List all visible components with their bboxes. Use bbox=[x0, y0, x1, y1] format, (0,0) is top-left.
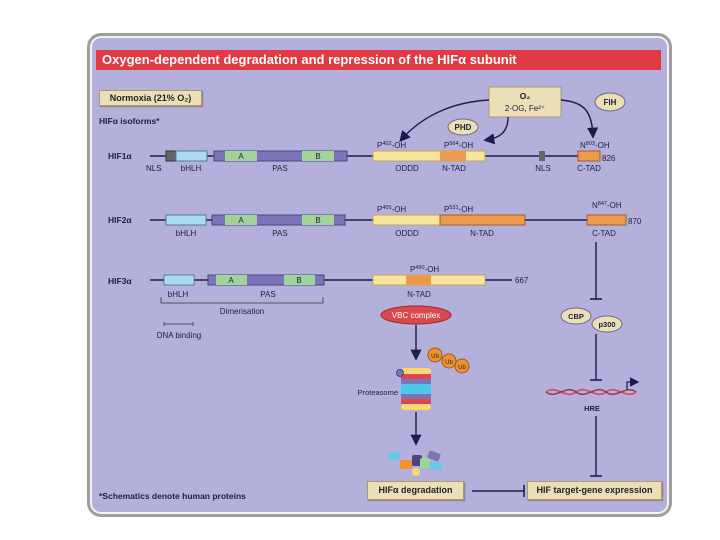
phd-enzyme: PHD bbox=[447, 118, 479, 136]
ubiquitin-chain: Ub Ub Ub bbox=[427, 347, 470, 374]
svg-text:CBP: CBP bbox=[568, 312, 584, 321]
expression-outcome: HIF target-gene expression bbox=[527, 481, 662, 500]
hif3a-length: 667 bbox=[515, 276, 529, 285]
svg-text:PAS: PAS bbox=[260, 290, 275, 299]
hif3a-label: HIF3α bbox=[108, 276, 132, 286]
cofactor-2og-fe: 2-OG, Fe²⁺ bbox=[505, 104, 545, 113]
svg-text:ODDD: ODDD bbox=[395, 164, 419, 173]
hif1a-bhlh bbox=[175, 150, 208, 162]
hif1a-pas-a bbox=[225, 151, 257, 161]
svg-text:B: B bbox=[296, 276, 301, 285]
vbc-complex: VBC complex bbox=[380, 305, 452, 325]
hif2a-ctad bbox=[586, 214, 627, 226]
condition-label: Normoxia (21% O₂) bbox=[99, 90, 202, 106]
svg-text:PHD: PHD bbox=[455, 123, 472, 132]
proteasome-label: Proteasome bbox=[358, 388, 398, 397]
hif2a-site-p531: P531-OH bbox=[444, 205, 473, 214]
hif1a-length: 826 bbox=[602, 154, 616, 163]
hif3a-pas bbox=[207, 274, 325, 286]
dimerisation-bracket bbox=[160, 297, 324, 304]
hif2a-site-n847: N847-OH bbox=[592, 201, 622, 210]
svg-text:bHLH: bHLH bbox=[181, 164, 202, 173]
hif1a-nls-left bbox=[165, 150, 177, 162]
svg-text:Ub: Ub bbox=[445, 360, 453, 366]
svg-text:p300: p300 bbox=[598, 320, 615, 329]
svg-text:VBC complex: VBC complex bbox=[392, 311, 440, 320]
hif3a-ntad bbox=[406, 275, 431, 285]
hre-label: HRE bbox=[584, 404, 600, 413]
proteasome-icon bbox=[396, 368, 431, 410]
hif1a-row: HIF1α A B 826 NLS bHLH PAS ODDD N-TAD NL… bbox=[108, 141, 616, 173]
hif1a-site-p564: P564-OH bbox=[444, 141, 473, 150]
hif1a-site-n803: N803-OH bbox=[580, 141, 610, 150]
hif2a-bhlh bbox=[165, 214, 207, 226]
p300-coactivator: p300 bbox=[591, 315, 623, 333]
hif2a-site-p405: P405-OH bbox=[377, 205, 406, 214]
svg-text:Ub: Ub bbox=[458, 365, 466, 371]
svg-text:bHLH: bHLH bbox=[176, 229, 197, 238]
peptide-fragments-icon bbox=[387, 450, 442, 476]
svg-text:A: A bbox=[228, 276, 234, 285]
isoforms-heading: HIFα isoforms* bbox=[99, 116, 160, 126]
hif1a-ctad bbox=[577, 150, 601, 162]
hif3a-bhlh bbox=[163, 274, 195, 286]
hif3a-site-p490: P490-OH bbox=[410, 265, 439, 274]
dna-binding-label: DNA binding bbox=[157, 331, 201, 340]
svg-text:N-TAD: N-TAD bbox=[442, 164, 466, 173]
dimerisation-label: Dimerisation bbox=[220, 307, 264, 316]
cbp-coactivator: CBP bbox=[560, 307, 592, 325]
svg-text:N-TAD: N-TAD bbox=[470, 229, 494, 238]
degradation-outcome: HIFα degradation bbox=[367, 481, 464, 500]
hif1a-pas-b bbox=[302, 151, 334, 161]
svg-text:A: A bbox=[238, 216, 244, 225]
hif1a-nls-right bbox=[539, 151, 545, 161]
svg-text:Ub: Ub bbox=[431, 354, 439, 360]
hif2a-label: HIF2α bbox=[108, 215, 132, 225]
svg-text:ODDD: ODDD bbox=[395, 229, 419, 238]
hif1a-pas bbox=[213, 150, 348, 162]
dna-binding-bracket bbox=[163, 322, 194, 326]
svg-text:PAS: PAS bbox=[272, 229, 287, 238]
svg-text:NLS: NLS bbox=[146, 164, 162, 173]
svg-text:N-TAD: N-TAD bbox=[407, 290, 431, 299]
hif2a-pas-b bbox=[302, 215, 334, 225]
fih-enzyme: FIH bbox=[594, 92, 626, 112]
footnote: *Schematics denote human proteins bbox=[99, 491, 246, 501]
cofactor-box bbox=[488, 86, 562, 118]
hif2a-oddd bbox=[372, 214, 441, 226]
svg-text:bHLH: bHLH bbox=[168, 290, 189, 299]
svg-text:A: A bbox=[238, 152, 244, 161]
svg-text:C-TAD: C-TAD bbox=[592, 229, 616, 238]
hif2a-ntad bbox=[439, 214, 526, 226]
svg-text:B: B bbox=[315, 152, 320, 161]
hif2a-row: HIF2α A B 870 bHLH PAS ODDD N-TAD C-TAD … bbox=[108, 201, 642, 238]
svg-text:B: B bbox=[315, 216, 320, 225]
hif1a-ntad bbox=[440, 151, 466, 161]
hif2a-length: 870 bbox=[628, 217, 642, 226]
arrow-to-n803 bbox=[560, 99, 599, 139]
hif2a-pas-a bbox=[225, 215, 257, 225]
hif1a-label: HIF1α bbox=[108, 151, 132, 161]
hif3a-row: HIF3α A B 667 bHLH PAS N-TAD P490-OH Dim… bbox=[108, 265, 529, 340]
svg-text:FIH: FIH bbox=[604, 98, 617, 107]
cofactor-o2: O₂ bbox=[520, 91, 531, 101]
hif3a-pas-b bbox=[284, 275, 315, 285]
hif3a-pas-a bbox=[216, 275, 247, 285]
svg-text:PAS: PAS bbox=[272, 164, 287, 173]
svg-text:NLS: NLS bbox=[535, 164, 551, 173]
hif1a-oddd bbox=[372, 150, 486, 162]
svg-text:C-TAD: C-TAD bbox=[577, 164, 601, 173]
hif2a-pas bbox=[211, 214, 346, 226]
arrow-to-p402 bbox=[399, 99, 490, 143]
arrow-to-p564 bbox=[483, 116, 509, 145]
hif1a-site-p402: P402-OH bbox=[377, 141, 406, 150]
figure-title: Oxygen-dependent degradation and repress… bbox=[96, 50, 661, 70]
dna-hre-icon bbox=[545, 377, 640, 395]
